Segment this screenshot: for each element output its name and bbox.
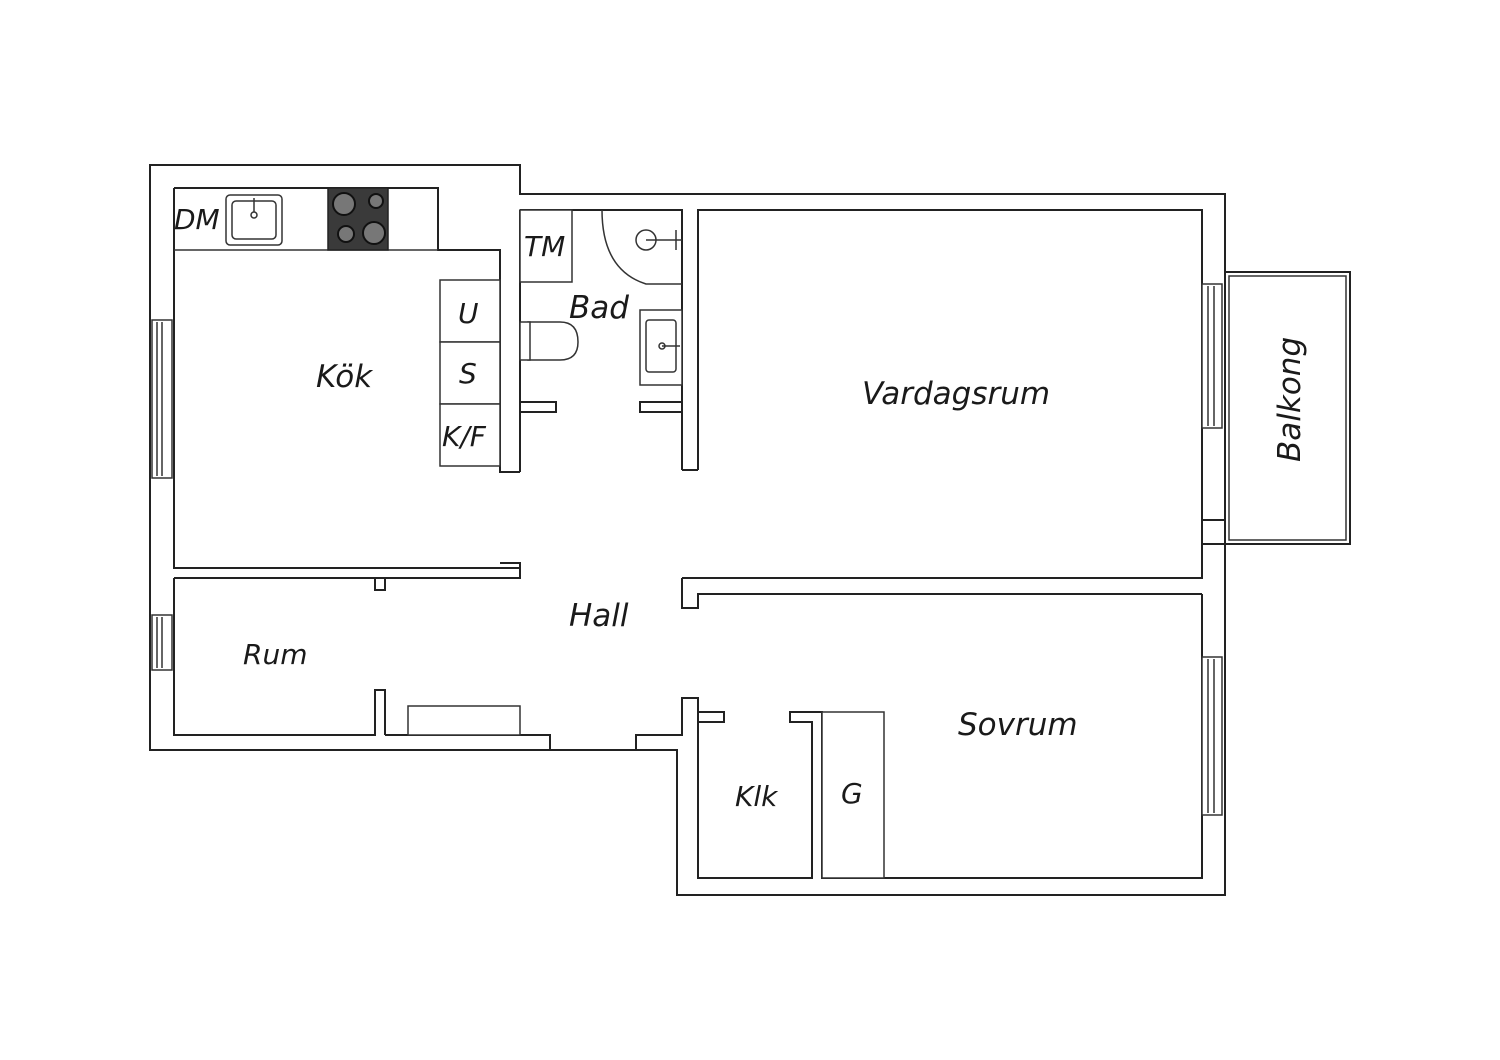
toilet-icon [519,321,579,361]
room-label-small-room: Rum [243,638,307,671]
room-label-kitchen: Kök [316,359,373,395]
fridge-label-u: U [458,297,479,330]
wardrobe-label: G [841,777,863,810]
room-label-hall: Hall [569,598,629,634]
room-label-balcony: Balkong [1272,337,1308,462]
fixture-label-s: S [459,357,477,390]
room-label-closet: Klk [735,780,779,813]
balcony [1224,271,1351,545]
kitchen [151,187,501,479]
labels: DM Kök U S K/F TM Bad Vardagsrum Balkong… [174,203,1308,813]
dishwasher-label: DM [174,203,220,236]
bedroom [635,594,1223,879]
room-label-bathroom: Bad [569,290,629,326]
stove-icon [327,187,389,251]
room-label-living-room: Vardagsrum [862,376,1050,412]
washing-machine-label: TM [524,230,565,263]
living-room-window [1201,283,1223,429]
small-room-window [151,614,173,671]
washbasin-icon [639,309,683,386]
kitchen-window [151,319,173,479]
living-room [682,209,1226,579]
sink-icon [225,194,283,246]
shower-icon [635,229,682,251]
small-room [151,578,551,750]
room-label-bedroom: Sovrum [958,707,1078,743]
bedroom-window [1201,656,1223,816]
fridge-freezer-label: K/F [442,420,487,453]
bathroom [519,209,683,472]
hall-walls [174,577,1202,609]
outer-walls [149,164,1226,896]
